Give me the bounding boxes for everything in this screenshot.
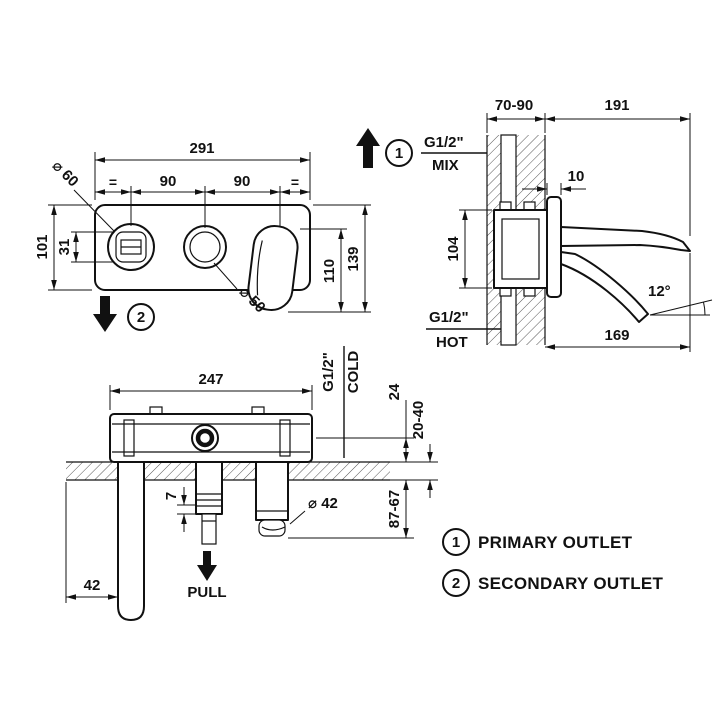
callout-2: 2 (127, 303, 155, 331)
dim-104: 104 (445, 209, 492, 289)
dim-110-label: 110 (321, 259, 338, 283)
hot-annotation: G1/2" HOT (426, 309, 501, 351)
dim-24: 24 (316, 383, 438, 463)
lever-handle-side (560, 251, 649, 323)
dim-169: 169 (545, 253, 691, 352)
secondary-outlet-arrow-icon (93, 296, 117, 332)
angle-12: 12° (648, 283, 713, 316)
trim-plate-side (546, 196, 562, 298)
dim-90-right-label: 90 (234, 173, 251, 190)
legend-2-label: SECONDARY OUTLET (478, 574, 664, 593)
dim-101: 101 (34, 204, 92, 291)
dia-42-label: ⌀ 42 (308, 495, 338, 512)
dim-110: 110 (300, 228, 347, 312)
hot-thread-label: G1/2" (429, 309, 469, 326)
callout-1-number: 1 (395, 145, 403, 162)
cold-label: COLD (345, 351, 362, 394)
spout-side (560, 226, 691, 252)
body-plan (109, 406, 313, 463)
plan-view: 247 G1/2" COLD 24 20-40 87-67 ⌀ 42 (65, 346, 438, 621)
legend-1-label: PRIMARY OUTLET (478, 533, 633, 552)
dim-70-90: 70-90 (486, 97, 546, 133)
dim-90-chain: = 90 90 = (95, 173, 310, 228)
dim-291: 291 (94, 140, 311, 200)
dim-7: 7 (163, 487, 196, 532)
dim-90-left-label: 90 (160, 173, 177, 190)
legend-item-primary: 1 PRIMARY OUTLET (442, 528, 633, 556)
primary-outlet-port (183, 225, 227, 269)
dim-139: 139 (288, 204, 371, 313)
dim-20-40-label: 20-40 (410, 401, 427, 439)
wall-band-hatch (66, 462, 390, 480)
pull-annotation: PULL (187, 551, 227, 601)
dim-42: 42 (65, 482, 118, 603)
secondary-outlet-plan (255, 461, 289, 537)
dia-42-callout: ⌀ 42 (289, 495, 338, 525)
front-view: 291 = 90 90 = ⌀ 60 101 31 (34, 140, 371, 332)
mix-thread-label: G1/2" (424, 134, 464, 151)
mix-pipe (500, 134, 517, 212)
legend-2-number: 2 (452, 575, 460, 592)
dim-31-label: 31 (56, 239, 73, 256)
legend-item-secondary: 2 SECONDARY OUTLET (442, 569, 664, 597)
legend: 1 PRIMARY OUTLET 2 SECONDARY OUTLET (442, 528, 664, 597)
dim-42-label: 42 (84, 577, 101, 594)
dim-247: 247 (109, 371, 313, 410)
dim-70-90-label: 70-90 (495, 97, 533, 114)
dim-247-label: 247 (198, 371, 223, 388)
dim-eq-left-label: = (109, 174, 117, 190)
dim-87-67: 87-67 (288, 480, 414, 539)
dim-31: 31 (56, 231, 113, 263)
dim-24-label: 24 (386, 383, 403, 400)
dim-104-label: 104 (445, 236, 462, 262)
lever-handle-front (247, 225, 299, 311)
dim-169-label: 169 (604, 327, 629, 344)
diverter-stem (195, 461, 223, 545)
concealed-body (493, 201, 548, 297)
cold-annotation: G1/2" COLD (320, 346, 362, 458)
primary-outlet-arrow-icon (356, 128, 380, 168)
dim-191-label: 191 (604, 97, 629, 114)
dim-10: 10 (522, 168, 586, 195)
side-view: 12° 70-90 191 10 104 169 (426, 97, 713, 352)
mix-label: MIX (432, 157, 459, 174)
dim-20-40: 20-40 (390, 401, 438, 498)
dim-139-label: 139 (345, 246, 362, 271)
spout-drop-tube (117, 455, 145, 621)
hot-label: HOT (436, 334, 468, 351)
dim-101-label: 101 (34, 234, 51, 259)
callout-1: 1 (385, 139, 413, 167)
dia-60-label: ⌀ 60 (49, 157, 82, 190)
dim-eq-right-label: = (291, 174, 299, 190)
pull-label: PULL (187, 584, 226, 601)
cold-thread-label: G1/2" (320, 352, 337, 392)
dim-191: 191 (545, 97, 691, 236)
angle-12-label: 12° (648, 283, 671, 300)
mix-annotation: 1 G1/2" MIX (356, 128, 489, 174)
dim-87-67-label: 87-67 (386, 490, 403, 528)
callout-2-number: 2 (137, 309, 145, 326)
legend-1-number: 1 (452, 534, 460, 551)
dim-7-label: 7 (163, 492, 180, 500)
dim-291-label: 291 (189, 140, 214, 157)
secondary-outlet-port (107, 223, 155, 271)
pull-arrow-icon (197, 551, 217, 581)
dim-10-label: 10 (568, 168, 585, 185)
